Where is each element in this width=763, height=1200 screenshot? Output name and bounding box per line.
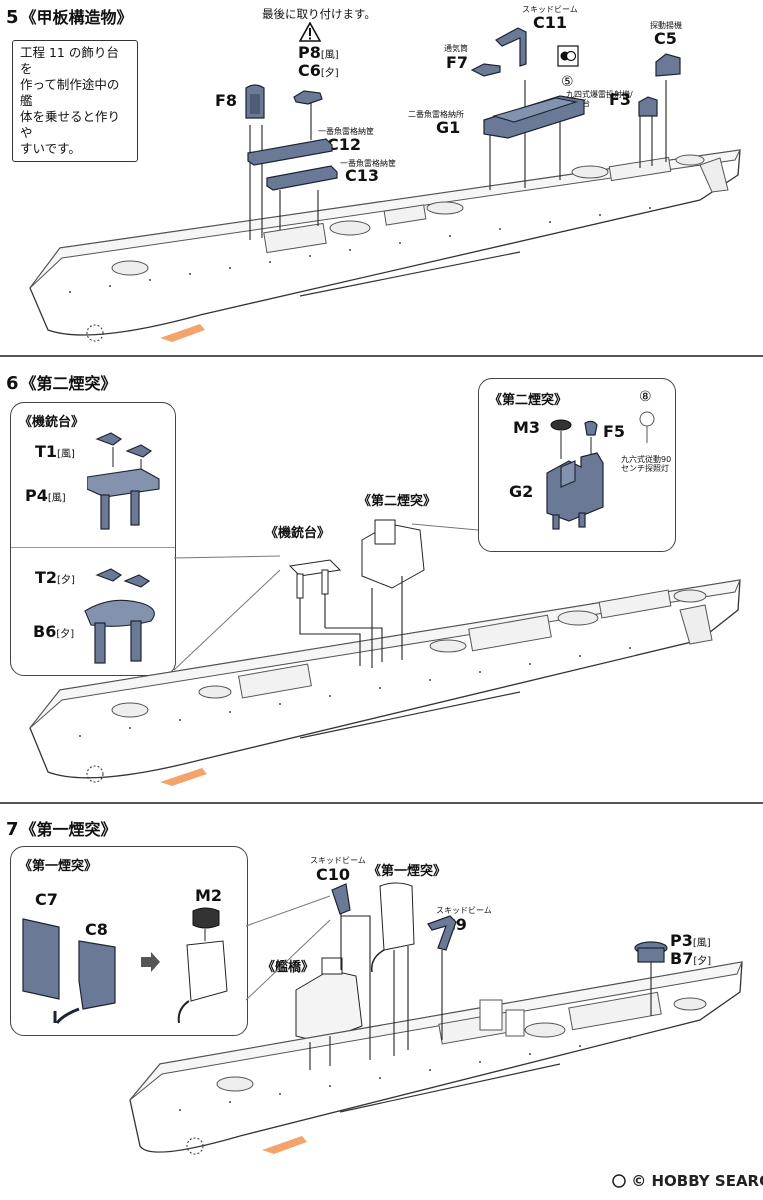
- part-c5-shape: [655, 53, 681, 77]
- divider-1: [0, 355, 763, 357]
- hobby-search-logo-icon: [612, 1174, 626, 1188]
- c5-caption: 探動揚機: [650, 21, 682, 30]
- step5-note: 工程 11 の飾り台を 作って制作途中の艦 体を乗せると作りや すいです。: [12, 40, 138, 162]
- panel-title-funnel2: 《第二煙突》: [489, 393, 568, 408]
- label-f7: F7: [446, 53, 469, 72]
- ship-deck: [29, 149, 741, 289]
- funnel1-assembled: [177, 907, 228, 1024]
- direction-arrow-5: [160, 324, 205, 342]
- part-c12-shape: [247, 138, 333, 166]
- label-t1: T1[風]: [35, 442, 75, 461]
- label-t2: T2[夕]: [35, 568, 75, 587]
- step6-number: 6: [6, 373, 19, 394]
- searchlight-part: [639, 411, 655, 443]
- g1-caption: 二番魚雷格納所: [408, 110, 464, 119]
- label-b7: B7[夕]: [670, 949, 712, 968]
- label-center-funnel2: 《第二煙突》: [358, 494, 437, 509]
- step6-title: 6《第二煙突》: [6, 370, 117, 394]
- mount-parts-bottom: [84, 568, 155, 664]
- panel-divider: [11, 547, 175, 548]
- label-c10: C10: [316, 865, 351, 884]
- label-b6: B6[夕]: [33, 622, 75, 641]
- label-p8: P8[風]: [298, 43, 339, 62]
- c12-caption: 一番魚雷格納筐: [318, 127, 374, 136]
- panel-title-funnel1: 《第一煙突》: [19, 859, 98, 874]
- label-c7: C7: [35, 890, 58, 909]
- circle-number-5: ⑤: [561, 74, 574, 90]
- direction-arrow-6: [160, 768, 207, 786]
- c11-caption: スキッドビーム: [522, 5, 578, 14]
- label-c12: C12: [327, 135, 362, 154]
- label-c5: C5: [654, 29, 677, 48]
- c10-caption: スキッドビーム: [310, 856, 366, 865]
- step7-left-panel: 《第一煙突》 C7 C8 M2: [10, 846, 248, 1036]
- step7-title: 7《第一煙突》: [6, 816, 117, 840]
- step7-ship-diagram: [129, 882, 743, 1155]
- f7-caption: 通気筒: [444, 44, 468, 53]
- label-g2: G2: [509, 482, 534, 501]
- part-c11-shape: [495, 27, 527, 67]
- attach-last-note: 最後に取り付けます。: [262, 7, 376, 21]
- label-g1: G1: [436, 118, 461, 137]
- step6-right-panel: 《第二煙突》 M3 F5 ⑧ 九六式従動90 センチ探照灯 G2: [478, 378, 676, 552]
- part-f7-shape: [470, 63, 501, 77]
- note-line-2: 作って制作途中の艦: [20, 77, 120, 108]
- step5-title: 5《甲板構造物》: [6, 4, 133, 28]
- paint-mark-icon: [557, 45, 579, 67]
- step7-title-text: 《第一煙突》: [20, 820, 117, 839]
- step6-left-panel: 《機銃台》 T1[風] P4[風] T2[夕] B6[夕]: [10, 402, 176, 676]
- next-arrow-icon: [141, 952, 160, 972]
- watermark-text: © HOBBY SEARCH: [631, 1172, 763, 1190]
- part-f8-shape: [245, 84, 265, 119]
- part-f3-shape: [638, 96, 658, 117]
- label-m3: M3: [513, 418, 541, 437]
- label-f3: F3: [609, 90, 632, 109]
- funnel1-half-parts: [22, 918, 116, 1024]
- c9-caption: スキッドビーム: [436, 906, 492, 915]
- circle-number-8: ⑧: [639, 389, 652, 405]
- label-c8: C8: [85, 920, 108, 939]
- mount-parts-top: [87, 432, 160, 530]
- label-bridge: 《艦橋》: [262, 960, 315, 975]
- lamp-caption-2: センチ探照灯: [621, 464, 669, 473]
- label-center-funnel1: 《第一煙突》: [368, 864, 447, 879]
- part-g1-shape: [483, 95, 585, 139]
- step5-ship-diagram: [29, 80, 741, 342]
- part-c13-shape: [266, 165, 338, 191]
- warning-triangle-icon: [299, 22, 321, 42]
- hobby-search-watermark: © HOBBY SEARCH: [612, 1172, 763, 1190]
- label-c13: C13: [345, 166, 380, 185]
- label-f8: F8: [215, 91, 238, 110]
- part-p8-shape: [293, 90, 323, 105]
- label-c6: C6[夕]: [298, 61, 339, 80]
- torpedo-caption-1: 九四式爆雷投射機/: [566, 90, 633, 99]
- note-line-1: 工程 11 の飾り台を: [20, 45, 119, 76]
- ship-hull-6: [29, 579, 741, 779]
- step5-title-text: 《甲板構造物》: [20, 8, 133, 27]
- step7-number: 7: [6, 819, 19, 840]
- label-p4: P4[風]: [25, 486, 66, 505]
- label-f5: F5: [603, 422, 626, 441]
- c13-caption: 一番魚雷格納筐: [340, 159, 396, 168]
- note-line-4: すいです。: [20, 141, 81, 156]
- label-center-mount: 《機銃台》: [265, 526, 331, 541]
- panel-title-mount: 《機銃台》: [19, 415, 85, 430]
- label-m2: M2: [195, 886, 223, 905]
- step6-ship-diagram: [29, 519, 741, 786]
- label-p3: P3[風]: [670, 931, 711, 950]
- step6-title-text: 《第二煙突》: [20, 374, 117, 393]
- step5-number: 5: [6, 7, 19, 28]
- direction-arrow-7: [262, 1136, 307, 1154]
- note-line-3: 体を乗せると作りや: [20, 109, 121, 140]
- label-c11: C11: [533, 13, 568, 32]
- lamp-caption-1: 九六式従動90: [621, 455, 672, 464]
- funnel2-parts: [546, 419, 604, 530]
- divider-2: [0, 802, 763, 804]
